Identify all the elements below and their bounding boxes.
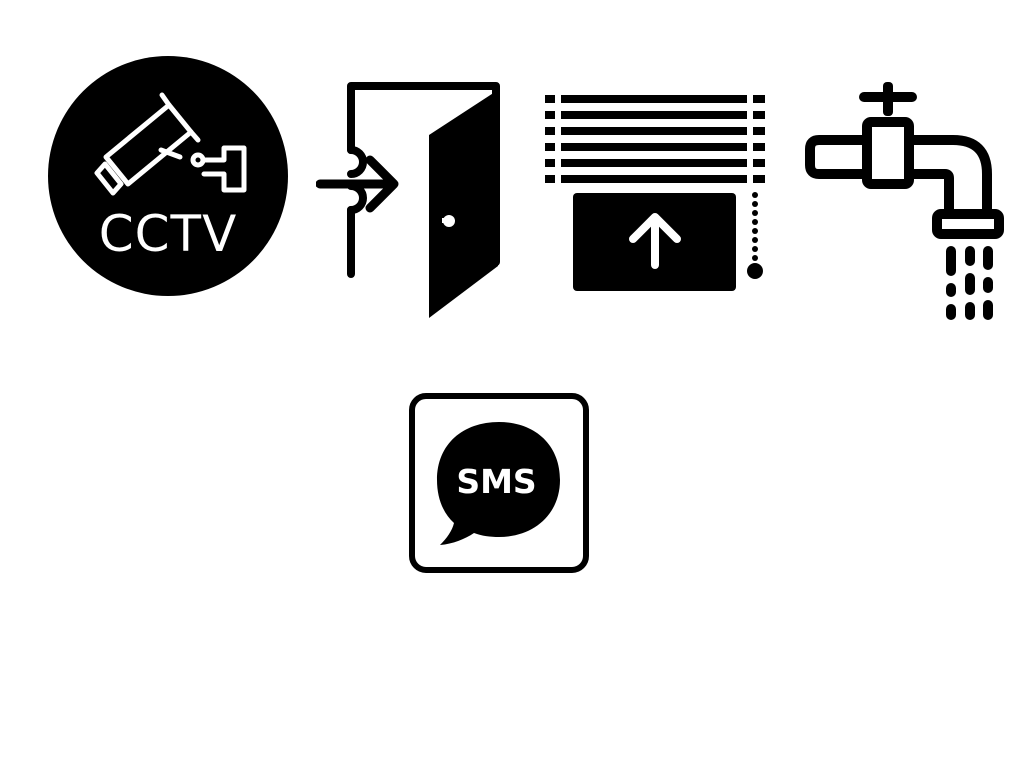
tap-handle-icon [859, 82, 917, 116]
entry-arrow-icon [315, 155, 399, 213]
sms-frame-icon [409, 393, 589, 573]
water-stream-icon [946, 246, 993, 320]
roller-blind-graphic [545, 93, 765, 291]
sms-label: SMS [456, 462, 537, 501]
water-tap-icon [805, 82, 1005, 322]
blind-slats-icon [545, 95, 765, 183]
cctv-label: CCTV [98, 205, 238, 263]
entry-door-icon [315, 78, 502, 320]
door-handle-bar-icon [442, 218, 452, 223]
sms-icon-graphic [409, 393, 589, 573]
blind-slat-gaps-icon [555, 93, 753, 185]
cctv-circle-background [48, 56, 288, 296]
open-door-leaf-icon [429, 90, 498, 318]
security-camera-icon [94, 92, 247, 196]
cctv-icon-graphic [48, 56, 288, 296]
tap-body-icon [805, 117, 1004, 239]
water-tap-graphic [805, 82, 1004, 320]
entry-door-graphic [315, 82, 500, 318]
blind-pull-cord-icon [747, 192, 763, 279]
speech-bubble-icon [437, 422, 560, 545]
cctv-icon: CCTV [48, 56, 288, 296]
roller-blind-icon [543, 93, 769, 291]
sms-icon: SMS [408, 392, 590, 574]
blind-up-arrow-icon [629, 213, 681, 269]
